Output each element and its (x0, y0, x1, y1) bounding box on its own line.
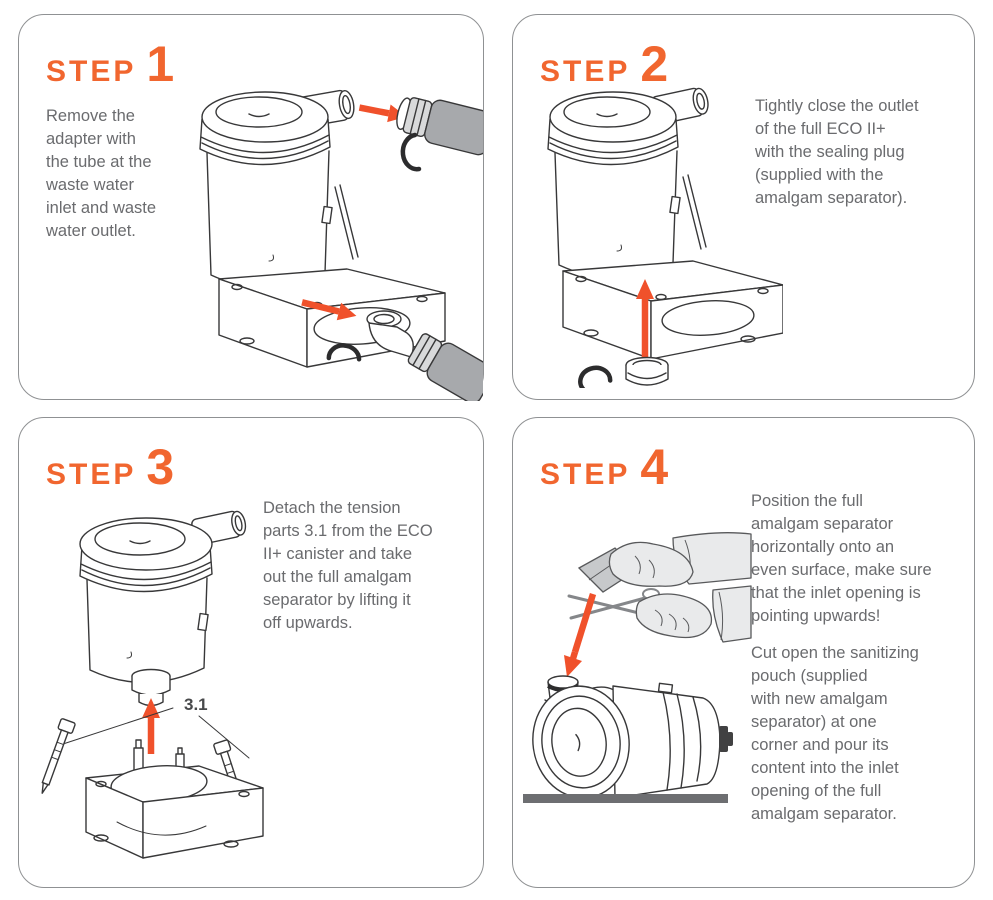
step2-illustration (547, 87, 783, 388)
step3-instruction: Detach the tension parts 3.1 from the EC… (263, 497, 473, 635)
step-label: STEP (540, 55, 631, 88)
hands-cutting-pouch (567, 532, 752, 643)
step4-instruction: Position the full amalgam separator hori… (751, 490, 963, 826)
callout-label: 3.1 (184, 695, 208, 714)
step-number: 1 (146, 36, 175, 92)
instruction-paragraph: Detach the tension parts 3.1 from the EC… (263, 499, 433, 632)
instruction-paragraph: Tightly close the outlet of the full ECO… (755, 97, 919, 207)
tension-screw-left (41, 718, 76, 794)
step-number: 2 (640, 36, 669, 92)
retaining-clip-icon (326, 343, 362, 362)
step2-heading: STEP 2 (540, 39, 668, 89)
callout-3-1: 3.1 (62, 695, 250, 759)
step4-panel: STEP 4 Position the full amalgam separat… (512, 417, 975, 888)
instruction-paragraph: Remove the adapter with the tube at the … (46, 107, 157, 240)
step3-illustration: 3.1 (41, 510, 264, 859)
step1-instruction: Remove the adapter with the tube at the … (46, 105, 206, 243)
step-label: STEP (46, 458, 137, 491)
waste-water-outlet-elbow (366, 310, 414, 358)
amalgam-separator-canister (79, 517, 213, 707)
step1-panel: STEP 1 Remove the adapter with the tube … (18, 14, 484, 401)
step-label: STEP (46, 55, 137, 88)
step1-illustration (199, 89, 483, 401)
step2-instruction: Tightly close the outlet of the full ECO… (755, 95, 965, 210)
instruction-paragraph: Cut open the sanitizing pouch (supplied … (751, 644, 919, 823)
step3-panel: STEP 3 Detach the tension parts 3.1 from… (18, 417, 484, 888)
step-number: 3 (146, 439, 175, 495)
step4-illustration (523, 532, 752, 803)
ground-surface (523, 794, 728, 803)
waste-water-inlet-hose (396, 97, 483, 156)
waste-water-outlet-hose (407, 333, 483, 401)
base-bracket (85, 739, 264, 859)
arrow-up-icon (142, 698, 160, 754)
step1-heading: STEP 1 (46, 39, 174, 89)
step4-heading: STEP 4 (540, 442, 668, 492)
step-label: STEP (540, 458, 631, 491)
arrow-right-icon (301, 299, 357, 321)
step3-heading: STEP 3 (46, 442, 174, 492)
mounting-base (562, 260, 783, 360)
instruction-paragraph: Position the full amalgam separator hori… (751, 492, 932, 625)
horizontal-separator (532, 675, 733, 803)
retaining-clip-icon (400, 132, 422, 172)
step-number: 4 (640, 439, 669, 495)
arrow-up-icon (636, 279, 654, 365)
arrow-down-icon (564, 593, 597, 677)
step2-panel: STEP 2 Tightly close the outlet of the f… (512, 14, 975, 400)
amalgam-separator-canister (199, 91, 359, 289)
amalgam-separator-canister (547, 91, 707, 279)
retaining-clip-icon (578, 365, 613, 388)
sealing-plug (625, 356, 669, 386)
